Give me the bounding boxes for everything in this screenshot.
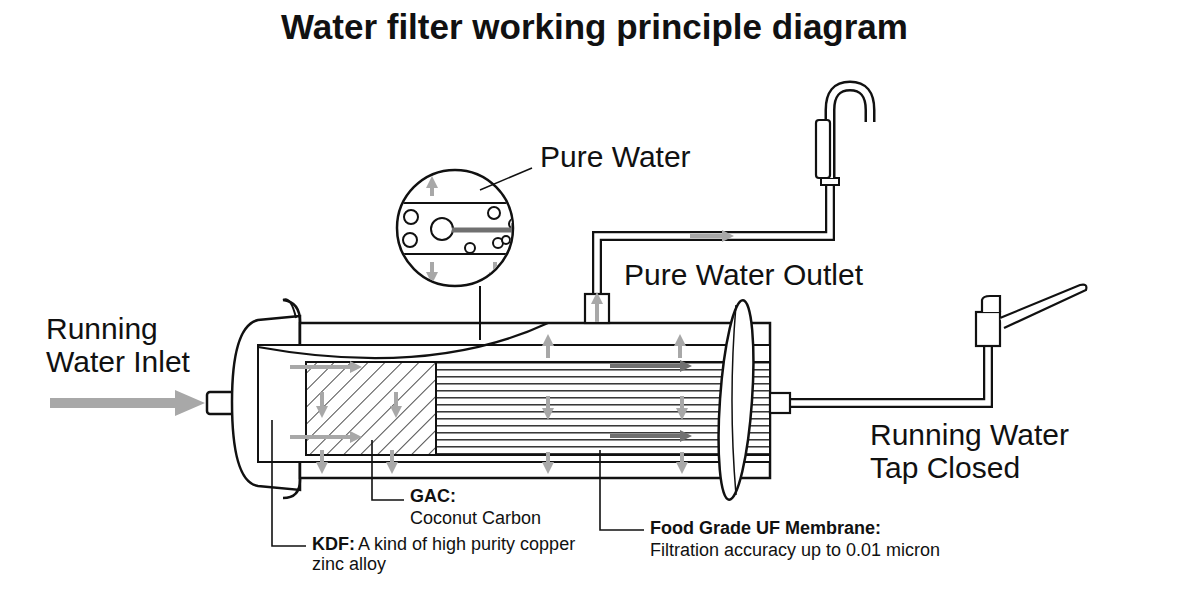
part-name: Food Grade UF Membrane: (650, 519, 970, 539)
flow-label: Pure Water Outlet (624, 258, 944, 291)
drawing-part (982, 296, 1000, 312)
drawing-part (546, 340, 550, 358)
drawing-part (452, 228, 518, 233)
drawing-part (610, 366, 686, 436)
gac-block (306, 362, 436, 455)
right-end-flange (713, 299, 759, 501)
drawing-part (390, 253, 520, 255)
drawing-part (680, 452, 684, 468)
label-wrap: Pure Water (540, 140, 760, 173)
drawing-part (680, 396, 684, 414)
drawing-part (430, 262, 434, 278)
part-note: A kind of high purity copper zinc alloy (312, 535, 612, 575)
drawing-part (403, 207, 551, 253)
cartridge (258, 345, 770, 462)
drawing-part (465, 243, 475, 253)
drawing-part (394, 392, 398, 412)
tap-pipe (788, 346, 988, 403)
drawing-part (430, 182, 434, 196)
drawing-part (390, 202, 520, 204)
label-wrap: A kind of high purity copper zinc alloy (312, 535, 612, 575)
diagram-title: Water filter working principle diagram (0, 8, 1189, 47)
outlet-port (585, 294, 609, 323)
pure-water-leader (480, 168, 532, 190)
flow-label: Running Water Inlet (46, 312, 236, 378)
drawing-part (546, 396, 550, 414)
label-wrap: Coconut Carbon (410, 509, 610, 529)
drawing-part (404, 210, 418, 224)
membrane-detail (390, 182, 551, 278)
drawing-part (830, 86, 870, 178)
label-wrap: Running Water Tap Closed (870, 418, 1120, 484)
drawing-part (320, 392, 324, 412)
flow-label: Pure Water (540, 140, 760, 173)
part-note: Filtration accuracy up to 0.01 micron (650, 541, 1070, 561)
leader-lines (272, 420, 644, 546)
drawing-part (403, 233, 417, 247)
label-wrap: Filtration accuracy up to 0.01 micron (650, 541, 1070, 561)
flow-label: Running Water Tap Closed (870, 418, 1120, 484)
drawing-part (390, 450, 394, 468)
drawing-part (537, 233, 551, 247)
goose-neck-faucet (830, 86, 870, 178)
drawing-part (518, 182, 522, 196)
drawing-part (488, 207, 500, 219)
drawing-part (690, 234, 728, 238)
drawing-part (431, 218, 453, 240)
drawing-part (372, 440, 404, 500)
drawing-part (546, 452, 550, 468)
inlet-arrow (50, 390, 205, 416)
drawing-part (493, 262, 497, 278)
tap-body (976, 312, 1000, 346)
label-wrap: Food Grade UF Membrane: (650, 519, 970, 539)
title-wrap: Water filter working principle diagram (0, 8, 1189, 47)
drawing-part (610, 364, 686, 368)
drawing-part (432, 182, 520, 278)
label-wrap: Pure Water Outlet (624, 258, 944, 291)
drawing-part (678, 340, 682, 358)
drawing-part (600, 450, 644, 530)
label-wrap: GAC: (410, 487, 530, 507)
drawing-part (816, 120, 830, 178)
drawing-part (320, 450, 324, 468)
tap-port (770, 393, 790, 413)
drawing-part (732, 305, 736, 495)
magnifier-leader (479, 286, 481, 340)
drawing-part (272, 420, 306, 546)
drawing-part (290, 435, 356, 439)
drawing-part (788, 346, 988, 403)
drawing-part (283, 299, 296, 318)
drawing-part (595, 298, 599, 322)
drawing-part (290, 365, 356, 369)
channel-curve (258, 323, 548, 358)
label-wrap: Running Water Inlet (46, 312, 236, 378)
drawing-part (610, 434, 686, 438)
part-name: GAC: (410, 487, 530, 507)
drawing-part (502, 236, 510, 244)
tap-spout (1000, 285, 1086, 328)
part-note: Coconut Carbon (410, 509, 610, 529)
